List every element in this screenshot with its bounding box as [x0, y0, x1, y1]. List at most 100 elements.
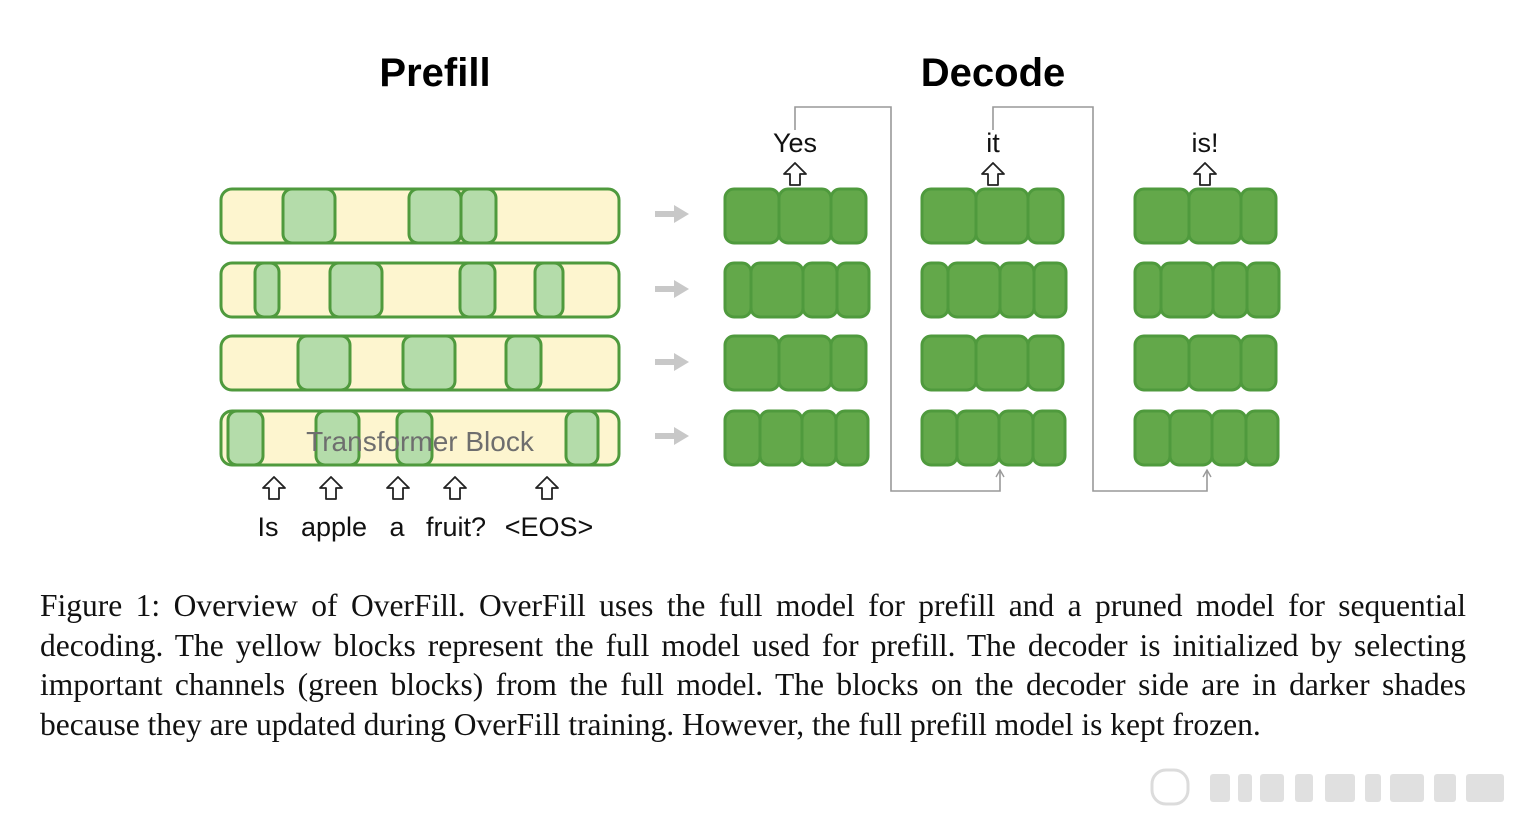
feedback-connector	[992, 106, 1208, 492]
decoder-block	[1031, 409, 1067, 467]
prefill-layer	[219, 187, 621, 245]
selected-channel	[395, 409, 434, 467]
decoder-block	[835, 261, 871, 319]
decoder-block	[801, 261, 839, 319]
decoder-block	[974, 334, 1030, 392]
selected-channel	[296, 334, 352, 392]
decoder-block	[1026, 334, 1065, 392]
feedback-connector	[794, 106, 1001, 492]
watermark-logo	[1150, 768, 1504, 806]
decode-title: Decode	[921, 51, 1066, 95]
decoder-block	[723, 187, 781, 245]
decoder-block	[1032, 261, 1068, 319]
decoder-layer	[920, 334, 1065, 392]
decoder-block	[749, 261, 805, 319]
decoder-layer	[1133, 409, 1280, 467]
decoder-block	[834, 409, 870, 467]
selected-channel	[328, 261, 384, 319]
prefill-layer	[219, 334, 621, 392]
decoder-block	[829, 334, 868, 392]
decoder-layer	[723, 187, 868, 245]
decoder-block	[920, 409, 959, 467]
decoder-layer	[723, 334, 868, 392]
decoder-block	[1210, 409, 1248, 467]
selected-channel	[226, 409, 265, 467]
decoder-block	[920, 187, 978, 245]
input-arrow-icon	[443, 476, 467, 500]
decoder-layer	[1133, 187, 1278, 245]
selected-channel	[401, 334, 457, 392]
autoregressive-connectors	[794, 106, 1212, 492]
decoder-block	[758, 409, 804, 467]
full-model-block	[219, 261, 621, 319]
decoder-block	[1187, 187, 1243, 245]
decoder-layer	[920, 187, 1065, 245]
decoder-block	[920, 261, 950, 319]
selected-channel	[407, 187, 463, 245]
decoder-layer	[723, 409, 870, 467]
decoder-model	[723, 187, 1281, 467]
output-arrow-icon	[981, 162, 1005, 186]
decoder-block	[723, 334, 781, 392]
figure-caption: Figure 1: Overview of OverFill. OverFill…	[40, 586, 1466, 744]
connector-arrowhead-icon	[1202, 468, 1212, 478]
decoder-layer	[1133, 261, 1281, 319]
layer-arrows	[655, 205, 689, 445]
output-token: Yes	[773, 128, 817, 158]
figure-caption-label: Figure 1:	[40, 588, 161, 623]
selected-channel	[281, 187, 337, 245]
input-arrow-icon	[319, 476, 343, 500]
selected-channel	[504, 334, 543, 392]
layer-arrow	[655, 353, 689, 371]
input-arrow-icon	[262, 476, 286, 500]
decoder-layer	[1133, 334, 1278, 392]
decoder-block	[946, 261, 1002, 319]
input-arrows	[262, 476, 559, 500]
output-token: is!	[1192, 128, 1219, 158]
decoder-block	[777, 187, 833, 245]
input-arrow-icon	[386, 476, 410, 500]
connector-arrowhead-icon	[995, 468, 1005, 478]
selected-channel	[564, 409, 600, 467]
decoder-block	[800, 409, 838, 467]
selected-channel	[533, 261, 565, 319]
output-token: it	[986, 128, 1000, 158]
input-token: apple	[301, 512, 367, 542]
prefill-model	[219, 187, 621, 467]
decoder-block	[829, 187, 868, 245]
decoder-block	[920, 334, 978, 392]
decoder-block	[1245, 261, 1281, 319]
decoder-block	[1159, 261, 1215, 319]
decoder-block	[1026, 187, 1065, 245]
figure-caption-text: Overview of OverFill. OverFill uses the …	[40, 588, 1466, 742]
layer-arrow	[655, 205, 689, 223]
decoder-block	[974, 187, 1030, 245]
layer-arrow	[655, 427, 689, 445]
decoder-block	[1133, 261, 1163, 319]
input-token: <EOS>	[505, 512, 594, 542]
decoder-column	[723, 187, 871, 467]
prefill-title: Prefill	[379, 51, 490, 95]
decoder-block	[1211, 261, 1249, 319]
selected-channel	[253, 261, 281, 319]
decoder-layer	[920, 261, 1068, 319]
layer-arrow	[655, 280, 689, 298]
decoder-block	[998, 261, 1036, 319]
decoder-layer	[723, 261, 871, 319]
decoder-column	[1133, 187, 1281, 467]
prefill-layer	[219, 261, 621, 319]
input-token: a	[389, 512, 405, 542]
transformer-block-label: Transformer Block	[306, 426, 535, 457]
decoder-block	[777, 334, 833, 392]
selected-channel	[458, 261, 497, 319]
decoder-block	[1244, 409, 1280, 467]
decoder-layer	[920, 409, 1067, 467]
decoder-block	[723, 409, 762, 467]
selected-channel	[459, 187, 498, 245]
decoder-block	[1239, 334, 1278, 392]
decoder-block	[955, 409, 1001, 467]
input-token: fruit?	[426, 512, 486, 542]
decoder-block	[1168, 409, 1214, 467]
